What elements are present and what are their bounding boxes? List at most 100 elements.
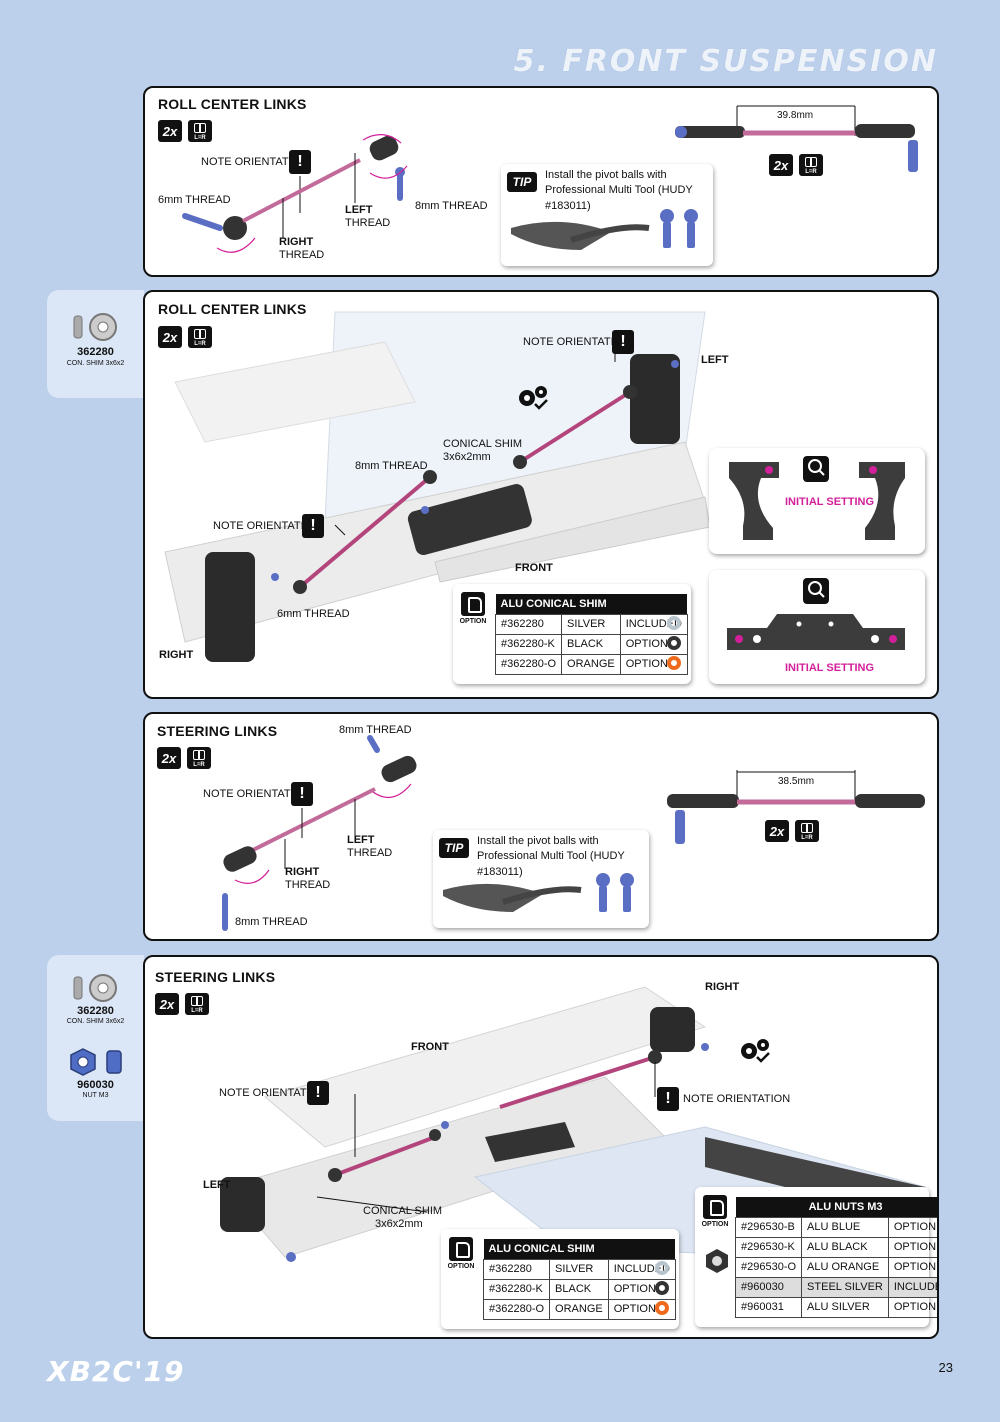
conical-shim-icon bbox=[73, 313, 117, 341]
chassis-roll-center-assembly-drawing bbox=[164, 311, 711, 662]
count-badge: 2x bbox=[769, 154, 793, 176]
warning-icon: ! bbox=[657, 1087, 679, 1111]
thread-8mm-label: 8mm THREAD bbox=[355, 460, 428, 472]
warning-icon: ! bbox=[307, 1081, 329, 1105]
thread-6mm-label: 6mm THREAD bbox=[158, 194, 231, 206]
tip-icon: TIP bbox=[507, 172, 537, 192]
shim-swatch-silver bbox=[667, 616, 681, 630]
nut-icon bbox=[706, 1249, 728, 1273]
panel-roll-center-links-1: ROLL CENTER LINKS 2x L=R NOTE ORIENTATIO… bbox=[143, 86, 939, 277]
table-header: ALU CONICAL SHIM bbox=[495, 594, 688, 614]
nut-icon bbox=[70, 1048, 122, 1076]
shim-swatch-orange bbox=[667, 656, 681, 670]
adjust-gear-icon bbox=[519, 386, 548, 410]
left-equals-right-icon: L=R bbox=[799, 154, 823, 176]
multi-tool-drawing bbox=[443, 873, 634, 912]
detail-magnifier-icon bbox=[803, 456, 829, 482]
left-equals-right-icon: L=R bbox=[188, 120, 212, 142]
page-number: 23 bbox=[938, 1360, 953, 1375]
tip-text: Install the pivot balls with Professiona… bbox=[477, 835, 625, 878]
link-length-dimension: 39.8mm bbox=[777, 110, 814, 121]
note-orientation-label-bottom: NOTE ORIENTATION bbox=[213, 520, 321, 532]
multi-tool-drawing bbox=[511, 209, 698, 250]
thread-6mm-label: 6mm THREAD bbox=[277, 608, 350, 620]
count-badge: 2x bbox=[158, 120, 182, 142]
roll-center-link-exploded-drawing bbox=[182, 105, 918, 253]
quantity-badges-right: 2x L=R bbox=[765, 820, 819, 842]
detail-magnifier-icon bbox=[803, 578, 829, 604]
thread-8mm-bottom-label: 8mm THREAD bbox=[235, 916, 308, 928]
part-number: 362280 bbox=[77, 1005, 114, 1017]
part-number: 960030 bbox=[77, 1079, 114, 1091]
left-side-label: LEFT bbox=[203, 1179, 231, 1191]
warning-icon: ! bbox=[302, 514, 324, 538]
quantity-badges: 2x L=R bbox=[157, 747, 211, 769]
front-label: FRONT bbox=[411, 1041, 449, 1053]
quantity-badges: 2x L=R bbox=[158, 326, 212, 348]
tip-box: TIP Install the pivot balls with Profess… bbox=[433, 830, 649, 928]
detail-label: DETAIL bbox=[807, 476, 825, 482]
part-number: 362280 bbox=[77, 346, 114, 358]
panel-title: STEERING LINKS bbox=[157, 723, 278, 739]
panel-title: ROLL CENTER LINKS bbox=[158, 301, 307, 317]
initial-setting-label: INITIAL SETTING bbox=[785, 496, 875, 508]
thread-8mm-top-label: 8mm THREAD bbox=[339, 724, 412, 736]
note-orientation-label-right: NOTE ORIENTATION bbox=[683, 1093, 791, 1105]
table-header: ALU CONICAL SHIM bbox=[483, 1239, 676, 1259]
warning-icon: ! bbox=[289, 150, 311, 174]
left-equals-right-icon: L=R bbox=[795, 820, 819, 842]
thread-8mm-label: 8mm THREAD bbox=[415, 200, 488, 212]
right-side-label: RIGHT bbox=[159, 649, 194, 661]
left-side-label: LEFT bbox=[701, 354, 729, 366]
panel-steering-links-1: STEERING LINKS 2x L=R 8mm THREAD NOTE OR… bbox=[143, 712, 939, 941]
shim-swatch-black bbox=[655, 1281, 669, 1295]
part-description: CON. SHIM 3x6x2 bbox=[66, 360, 125, 367]
roll-center-block-drawing bbox=[729, 462, 905, 540]
left-equals-right-icon: L=R bbox=[185, 993, 209, 1015]
panel-steering-links-2: STEERING LINKS 2x L=R RIGHT FRONT NOTE O… bbox=[143, 955, 939, 1339]
tip-box: TIP Install the pivot balls with Profess… bbox=[501, 164, 713, 266]
tip-text: Install the pivot balls with Professiona… bbox=[545, 169, 693, 212]
warning-icon: ! bbox=[612, 330, 634, 354]
detail-box-initial-setting-2: DETAIL INITIAL SETTING bbox=[709, 570, 925, 684]
warning-icon: ! bbox=[291, 782, 313, 806]
tip-icon: TIP bbox=[439, 838, 469, 858]
note-orientation-label: NOTE ORIENTATION bbox=[203, 788, 311, 800]
count-badge: 2x bbox=[158, 326, 182, 348]
shim-swatch-silver bbox=[655, 1261, 669, 1275]
option-icon: OPTION bbox=[701, 1195, 729, 1228]
steering-link-exploded-drawing bbox=[222, 735, 925, 931]
mounting-plate-drawing bbox=[727, 614, 905, 650]
panel-roll-center-links-2: ROLL CENTER LINKS 2x L=R NOTE ORIENTATIO… bbox=[143, 290, 939, 699]
table-header: ALU NUTS M3 bbox=[735, 1197, 937, 1217]
note-orientation-label: NOTE ORIENTATION bbox=[201, 156, 309, 168]
part-description: NUT M3 bbox=[82, 1092, 109, 1099]
note-orientation-label-left: NOTE ORIENTATION bbox=[219, 1087, 327, 1099]
brand-logo: XB2C'19 bbox=[47, 1355, 185, 1388]
count-badge: 2x bbox=[155, 993, 179, 1015]
panel-title: STEERING LINKS bbox=[155, 969, 276, 985]
quantity-badges: 2x L=R bbox=[155, 993, 209, 1015]
adjust-gear-icon bbox=[741, 1039, 770, 1063]
quantity-badges-right: 2x L=R bbox=[769, 154, 823, 176]
